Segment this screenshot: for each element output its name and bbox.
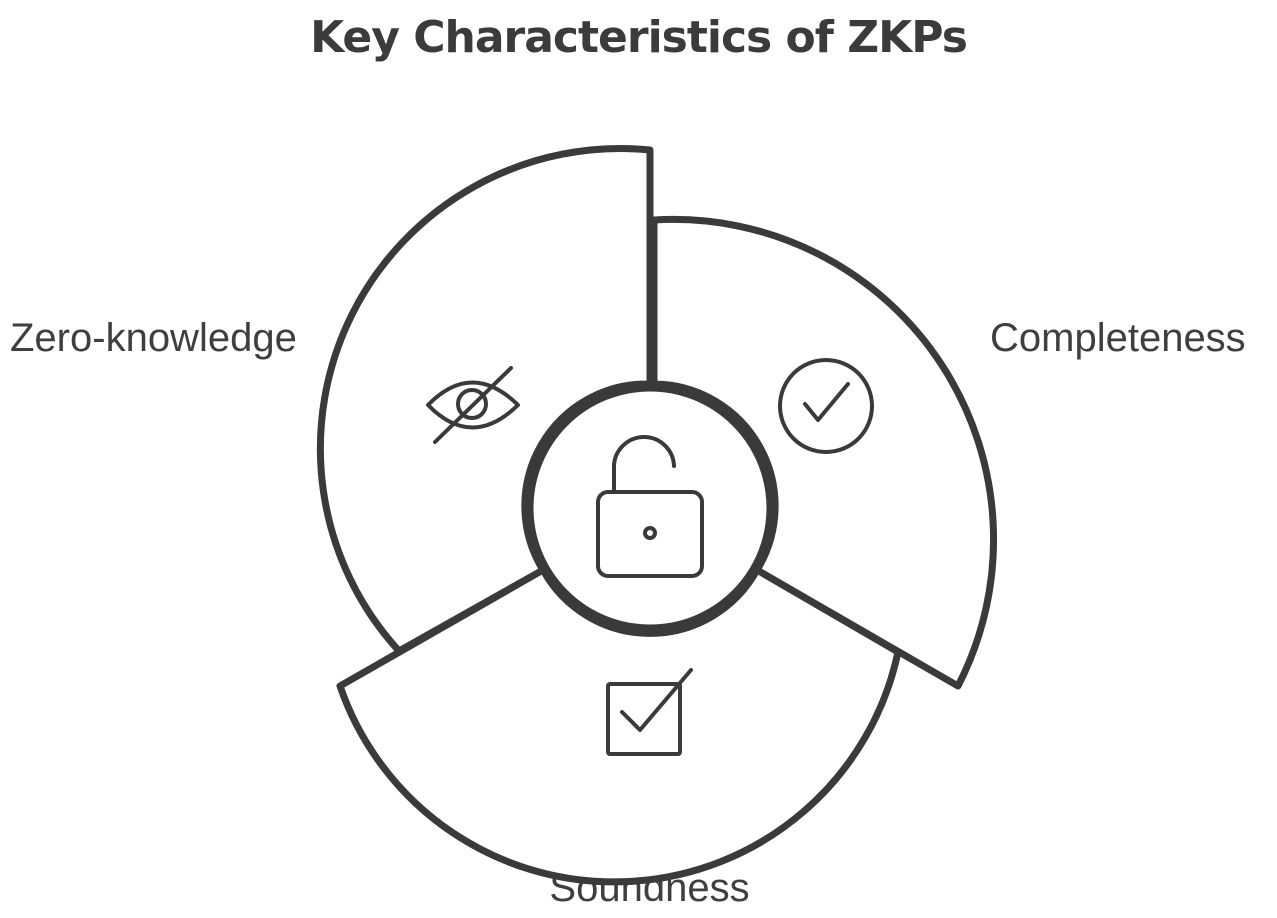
checkbox-checked-icon [606, 668, 693, 756]
diagram-title: Key Characteristics of ZKPs [310, 12, 968, 63]
unlocked-padlock-icon [596, 435, 704, 578]
zero-knowledge-label: Zero-knowledge [10, 316, 297, 360]
soundness-segment [336, 566, 902, 886]
eye-off-icon [426, 366, 520, 444]
completeness-label: Completeness [990, 316, 1246, 360]
center-circle [526, 384, 774, 632]
check-circle-icon [778, 358, 874, 454]
